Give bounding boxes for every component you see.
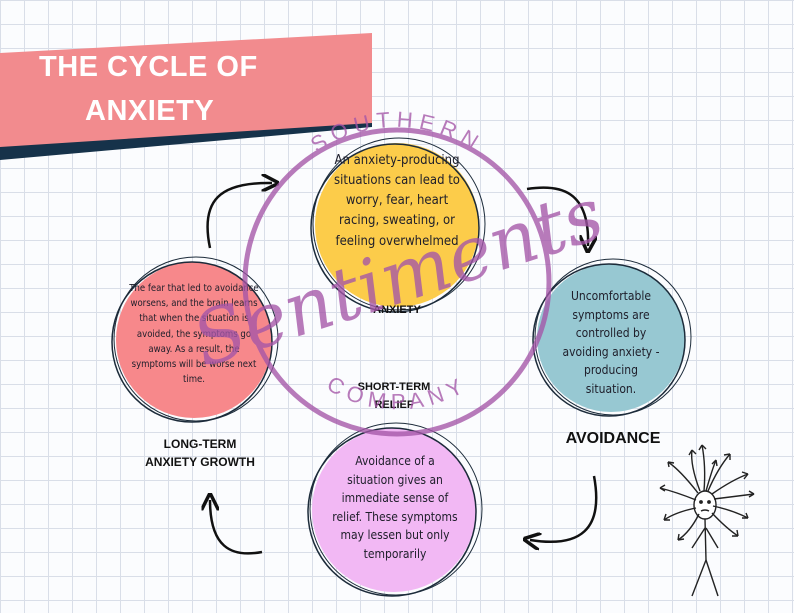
arrow-growth-to-anxiety xyxy=(206,183,272,249)
anxiety-circle xyxy=(310,137,486,313)
arrow-relief-to-growth xyxy=(210,500,263,555)
growth-description: The fear that led to avoidance worsens, … xyxy=(129,283,259,386)
title-line-1: THE CYCLE OF xyxy=(39,51,258,83)
growth-label-line-1: LONG-TERM xyxy=(163,437,237,451)
relief-circle xyxy=(307,422,483,597)
relief-label-line-1: SHORT-TERM xyxy=(357,381,431,393)
anxiety-label: ANXIETY xyxy=(373,304,421,316)
watermark-bottom-text: COMPANY xyxy=(323,371,472,414)
avoidance-circle xyxy=(532,258,692,417)
banner-navy-stripe xyxy=(0,119,372,160)
avoidance-label: AVOIDANCE xyxy=(565,430,661,447)
title-line-2: ANXIETY xyxy=(85,95,215,127)
relief-description: Avoidance of a situation gives an immedi… xyxy=(332,454,458,561)
growth-label-line-2: ANXIETY GROWTH xyxy=(145,455,255,469)
growth-circle xyxy=(111,256,279,423)
avoidance-description: Uncomfortable symptoms are controlled by… xyxy=(562,289,660,396)
arrow-anxiety-to-avoidance xyxy=(526,186,588,246)
relief-label-line-2: RELIEF xyxy=(374,399,414,411)
banner-pink-shape xyxy=(0,33,372,147)
anxiety-description: An anxiety-producing situations can lead… xyxy=(334,153,460,249)
arrow-avoidance-to-relief xyxy=(530,475,598,542)
